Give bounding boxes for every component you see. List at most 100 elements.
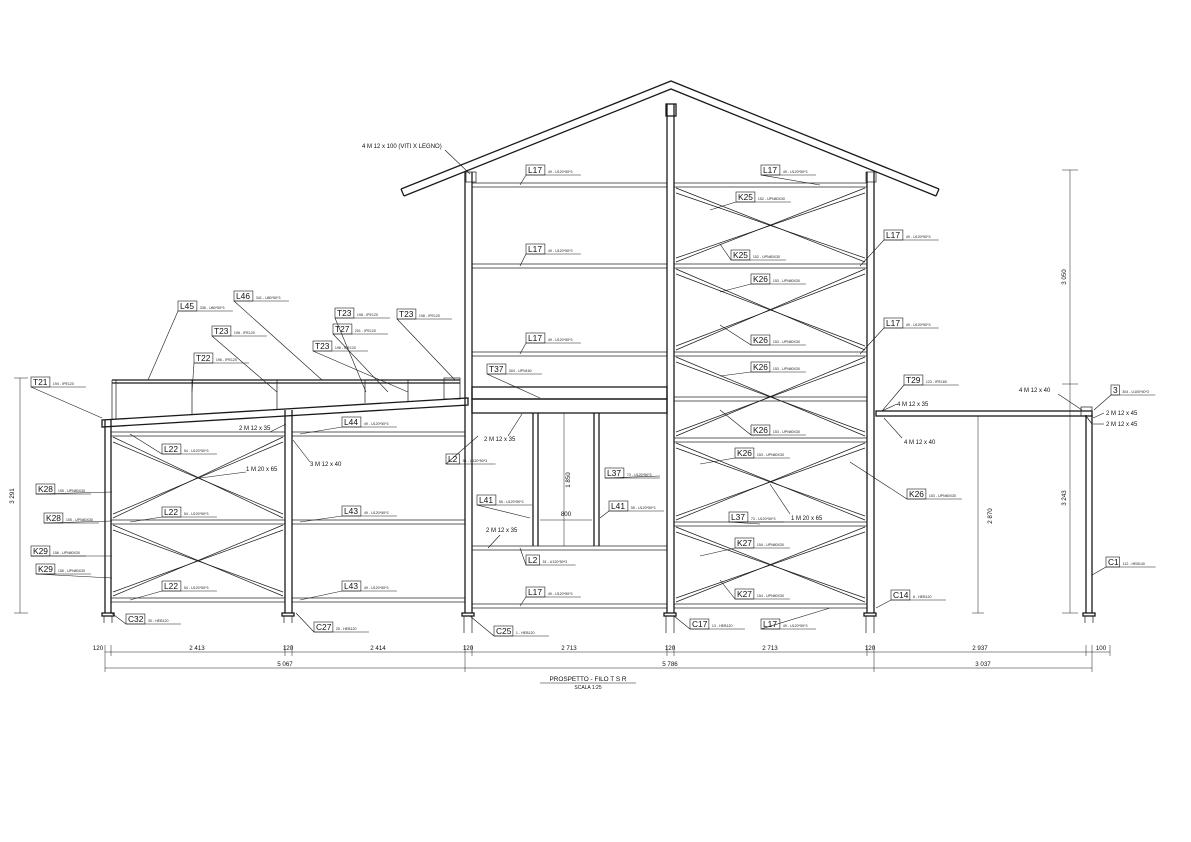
member-tag-label: C25 — [496, 626, 512, 636]
member-tag-label: L44 — [344, 417, 358, 427]
dim-10: 2 937 — [972, 645, 988, 652]
member-leader — [295, 612, 315, 633]
member-spec: 198 - IPE120 — [234, 331, 255, 335]
member-tag-label: T22 — [196, 353, 211, 363]
dim-right-outer: 3 243 — [1061, 490, 1068, 506]
member-leader — [519, 174, 527, 186]
member-leader — [191, 362, 195, 393]
member-tag-label: K29 — [38, 564, 53, 574]
member-tag-label: T23 — [214, 326, 229, 336]
member-spec: 49 - U120*50*3 — [548, 249, 573, 253]
dim-4: 2 414 — [370, 645, 386, 652]
note-bolt-5: 2 M 12 x 35 — [486, 528, 518, 534]
member-tag-label: K29 — [33, 546, 48, 556]
left-low-block — [101, 377, 469, 603]
member-spec: 154 - UPN80X30 — [757, 594, 784, 598]
member-leader — [299, 590, 343, 601]
member-spec: 153 - UPN80X30 — [929, 494, 956, 498]
member-tag-label: K26 — [753, 335, 768, 345]
member-tag-c27: C27 25 - HEB120 — [295, 612, 369, 633]
column-bases — [101, 612, 1096, 633]
member-tag-label: K27 — [737, 589, 752, 599]
member-tag-label: K25 — [738, 192, 753, 202]
member-leader — [719, 324, 752, 346]
drawing-title: PROSPETTO - FILO T S R — [549, 676, 626, 683]
member-leader — [719, 243, 732, 261]
member-tag-label: L41 — [611, 501, 625, 511]
member-tag-label: C32 — [128, 614, 144, 624]
member-leader — [299, 426, 343, 435]
member-spec: 8 - HEB120 — [913, 595, 932, 599]
member-tag-k28: K28 155 - UPN80X30 — [43, 512, 113, 524]
member-tag-label: L45 — [180, 301, 194, 311]
member-tag-label: K26 — [753, 362, 768, 372]
structure-frame — [101, 80, 1096, 633]
member-leader — [109, 611, 127, 625]
member-spec: 155 - UPN80X30 — [66, 518, 93, 522]
member-leader — [699, 547, 736, 557]
member-tag-k26: K26 153 - UPN80X30 — [719, 324, 806, 346]
member-leader — [519, 547, 527, 566]
member-leader — [312, 350, 409, 393]
member-tag-label: K28 — [46, 513, 61, 523]
member-spec: 156 - UPN80X30 — [58, 569, 85, 573]
member-spec: 25 - HEB120 — [336, 627, 357, 631]
member-spec: 153 - UPN80X30 — [773, 430, 800, 434]
member-leader — [211, 335, 278, 393]
dim-roof-height: 3 050 — [1061, 269, 1068, 285]
member-spec: 194 - IPE120 — [53, 382, 74, 386]
member-leader — [30, 386, 103, 419]
dim-right-inner: 2 870 — [987, 508, 994, 524]
member-tag-label: K26 — [753, 274, 768, 284]
member-spec: 336 - U80*50*3 — [200, 306, 225, 310]
dim-5: 120 — [463, 645, 474, 652]
member-tag-label: K26 — [909, 489, 924, 499]
member-spec: 112 - HEB140 — [1123, 562, 1145, 566]
note-bolt-3: 1 M 20 x 65 — [246, 467, 278, 473]
note-bolt-4: 2 M 12 x 35 — [484, 437, 516, 443]
bolt-notes: 4 M 12 x 100 (VITI X LEGNO) 2 M 12 x 35 … — [199, 144, 1138, 549]
member-tag-label: L17 — [528, 244, 542, 254]
member-tag-label: C27 — [316, 622, 332, 632]
member-leader — [334, 317, 367, 393]
member-leader — [881, 384, 905, 412]
member-leader — [486, 373, 541, 399]
member-spec: 153 - UPN80X30 — [773, 340, 800, 344]
dimension-text: 120 2 413 120 2 414 120 2 713 120 2 713 … — [9, 269, 1107, 668]
member-tag-label: L2 — [448, 454, 458, 464]
member-leader — [604, 475, 661, 479]
member-spec: 49 - U120*50*3 — [906, 235, 931, 239]
member-tag-k26: K26 153 - UPN80X30 — [719, 273, 806, 293]
note-bolt-10: 2 M 12 x 45 — [1106, 411, 1138, 417]
member-spec: 30 - HEB120 — [148, 619, 169, 623]
member-spec: 153 - UPN80X30 — [757, 453, 784, 457]
member-tag-c32: C32 30 - HEB120 — [109, 611, 181, 625]
member-leader — [129, 433, 163, 455]
member-leader — [875, 599, 892, 609]
member-leader — [129, 590, 163, 601]
dim-total-3: 3 037 — [975, 661, 991, 668]
member-spec: 154 - UPN80X30 — [757, 543, 784, 547]
member-spec: 153 - UPN80X30 — [773, 279, 800, 283]
member-spec: 304 - U100*50*3 — [1122, 390, 1149, 394]
member-leader — [445, 435, 479, 465]
member-tag-label: T37 — [489, 364, 504, 374]
member-tag-l45: L45 336 - U80*50*3 — [147, 300, 233, 381]
member-spec: 49 - U120*50*3 — [548, 338, 573, 342]
member-tag-k29: K29 156 - UPN80X30 — [35, 563, 113, 579]
